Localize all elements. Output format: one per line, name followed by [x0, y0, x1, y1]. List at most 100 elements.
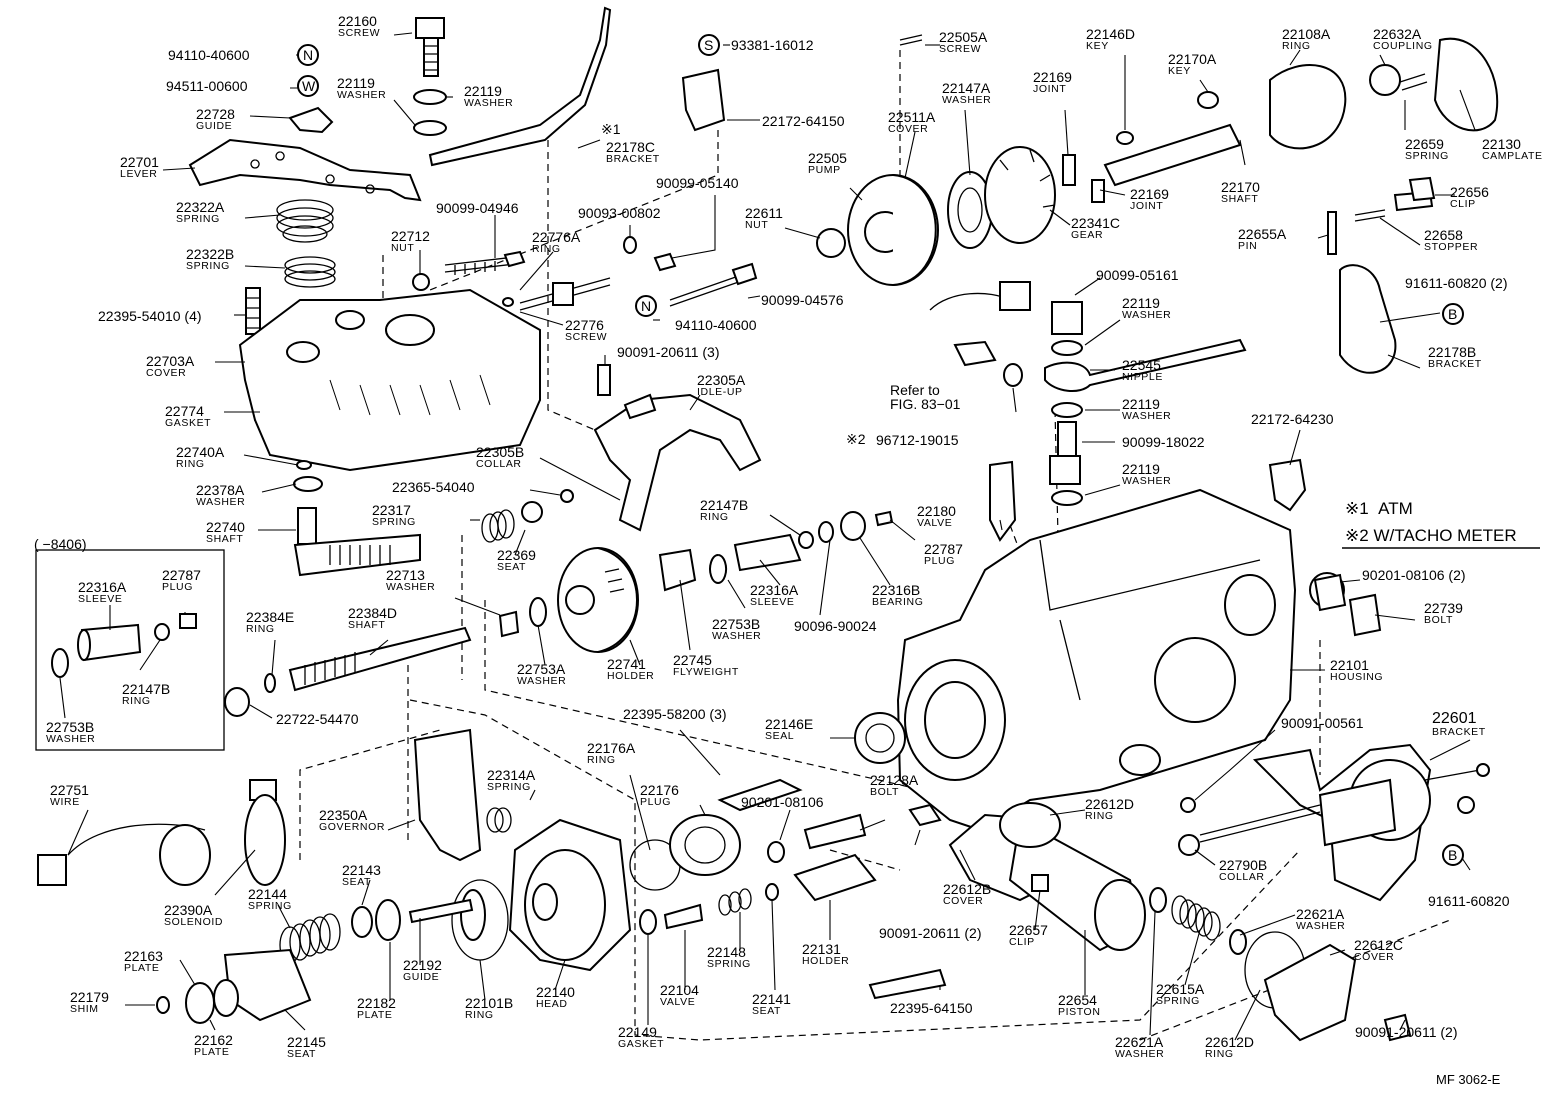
circle-w-letter: W [302, 78, 316, 94]
note1-mark-bracket: ※1 [601, 121, 621, 137]
legend-note2-text: W/TACHO METER [1373, 526, 1517, 545]
inset-range-label: ( −8406) [34, 536, 87, 552]
part-label: 22395-64150 [890, 1000, 973, 1016]
leader-lines [59, 32, 1476, 1041]
part-label: 90099-05140 [656, 175, 739, 191]
circle-b-letter-2: B [1448, 847, 1458, 863]
part-label: 90091-00561 [1281, 715, 1364, 731]
note2-mark-tacho: ※2 [846, 431, 866, 447]
part-label: 90099-04576 [761, 292, 844, 308]
legend-note2: ※2 W/TACHO METER [1345, 527, 1517, 544]
part-label: 90091-20611 (3) [617, 344, 720, 360]
idle-up-drawing [593, 364, 894, 592]
governor-shaft-drawing [224, 6, 923, 717]
part-label: 90091-20611 (2) [879, 925, 982, 941]
part-label: 91611-60820 (2) [1405, 275, 1508, 291]
misc-small-parts [1313, 176, 1436, 612]
part-label: 90091-20611 (2) [1355, 1024, 1458, 1040]
distributor-head-drawing [37, 728, 947, 1024]
circle-b-letter-1: B [1448, 306, 1458, 322]
part-label: 90099-04946 [436, 200, 519, 216]
part-label: 90099-05161 [1096, 267, 1179, 283]
part-label: 22395-54010 (4) [98, 308, 202, 324]
circle-markers [297, 34, 1464, 866]
part-label: 91611-60820 [1428, 893, 1510, 909]
cover-assembly-drawing [188, 17, 541, 577]
nipple-drawing [929, 281, 1307, 542]
legend-note1: ※1 ATM [1345, 500, 1413, 517]
part-label: 22722-54470 [276, 711, 359, 727]
part-label: 22365-54040 [392, 479, 475, 495]
part-label: 96712-19015 [876, 432, 959, 448]
circle-s-letter: S [704, 37, 714, 53]
inset-box-drawing [35, 549, 225, 751]
part-label: 93381-16012 [731, 37, 814, 53]
part-label: 22395-58200 (3) [623, 706, 727, 722]
part-label: 90099-18022 [1122, 434, 1205, 450]
part-label: 90201-08106 [741, 794, 824, 810]
part-label: 90201-08106 (2) [1362, 567, 1466, 583]
